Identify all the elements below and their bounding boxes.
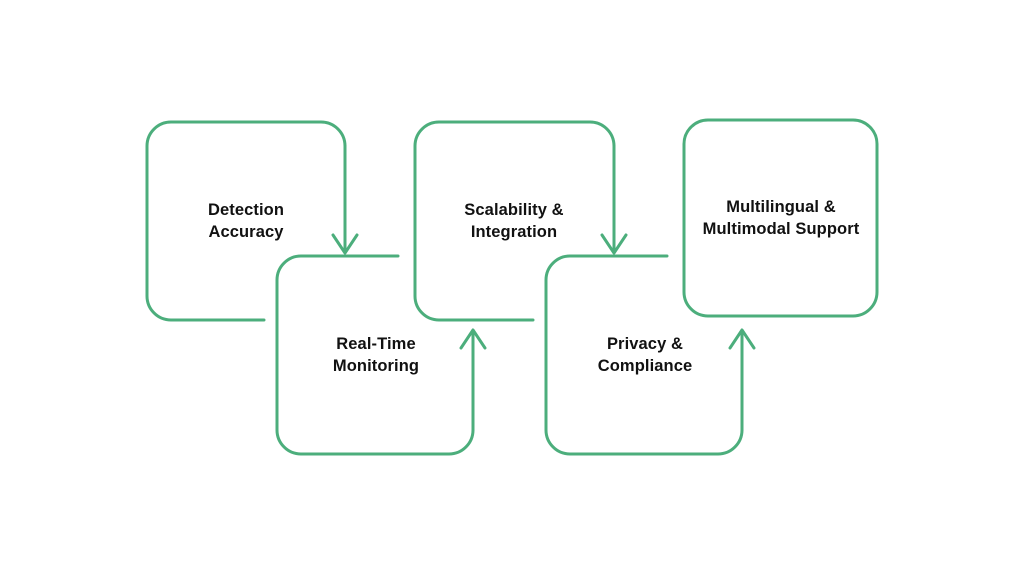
connector-1-arrow [331, 144, 359, 255]
connector-4-arrow [728, 328, 756, 432]
node-privacy-compliance-border [544, 254, 744, 456]
connector-2-arrowhead [459, 328, 487, 350]
connector-3-arrow [600, 144, 628, 255]
node-scalability-integration-border [413, 120, 616, 322]
node-privacy-compliance-shape[interactable] [544, 254, 744, 456]
connector-3-arrowhead [600, 233, 628, 255]
connector-1-arrowhead [331, 233, 359, 255]
connector-4-arrowhead [728, 328, 756, 350]
node-detection-accuracy-shape[interactable] [145, 120, 347, 322]
node-multilingual-multimodal-support-shape[interactable] [682, 118, 879, 318]
node-real-time-monitoring-shape[interactable] [275, 254, 475, 456]
connector-2-arrow [459, 328, 487, 432]
node-real-time-monitoring-border [275, 254, 475, 456]
node-multilingual-multimodal-support-border [682, 118, 879, 318]
node-detection-accuracy-border [145, 120, 347, 322]
node-scalability-integration-shape[interactable] [413, 120, 616, 322]
